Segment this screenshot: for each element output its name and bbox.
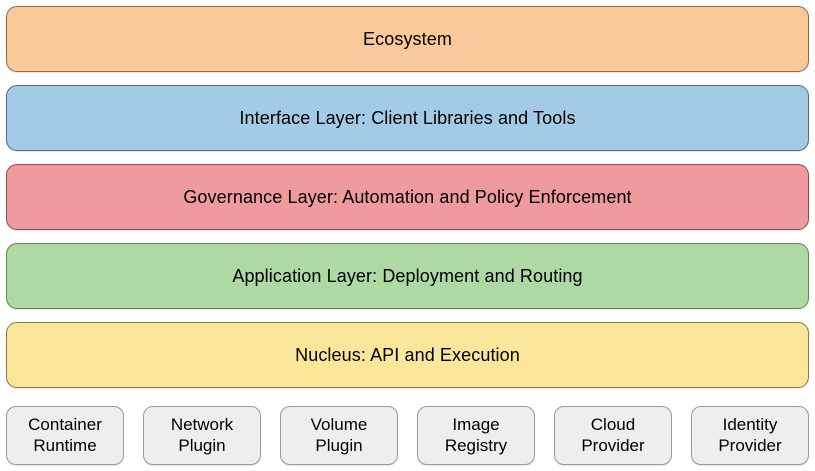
component-label-container-runtime: Container Runtime	[28, 414, 102, 455]
component-box-image-registry[interactable]: Image Registry	[417, 406, 535, 465]
layer-label-nucleus: Nucleus: API and Execution	[295, 344, 520, 365]
layer-band-nucleus[interactable]: Nucleus: API and Execution	[6, 322, 809, 388]
layer-band-application[interactable]: Application Layer: Deployment and Routin…	[6, 243, 809, 309]
component-label-identity-provider: Identity Provider	[718, 414, 782, 455]
layer-stack: Ecosystem Interface Layer: Client Librar…	[6, 6, 809, 388]
component-label-network-plugin: Network Plugin	[170, 414, 234, 455]
layer-band-ecosystem[interactable]: Ecosystem	[6, 6, 809, 72]
component-row: Container Runtime Network Plugin Volume …	[6, 406, 809, 465]
component-box-network-plugin[interactable]: Network Plugin	[143, 406, 261, 465]
layer-label-governance: Governance Layer: Automation and Policy …	[183, 186, 632, 207]
layer-label-interface: Interface Layer: Client Libraries and To…	[239, 107, 576, 128]
component-box-container-runtime[interactable]: Container Runtime	[6, 406, 124, 465]
layer-label-application: Application Layer: Deployment and Routin…	[232, 265, 583, 286]
component-box-identity-provider[interactable]: Identity Provider	[691, 406, 809, 465]
component-label-cloud-provider: Cloud Provider	[581, 414, 645, 455]
component-label-volume-plugin: Volume Plugin	[310, 414, 368, 455]
component-box-volume-plugin[interactable]: Volume Plugin	[280, 406, 398, 465]
layer-band-interface[interactable]: Interface Layer: Client Libraries and To…	[6, 85, 809, 151]
component-box-cloud-provider[interactable]: Cloud Provider	[554, 406, 672, 465]
layer-label-ecosystem: Ecosystem	[363, 28, 452, 49]
component-label-image-registry: Image Registry	[444, 414, 508, 455]
layer-band-governance[interactable]: Governance Layer: Automation and Policy …	[6, 164, 809, 230]
